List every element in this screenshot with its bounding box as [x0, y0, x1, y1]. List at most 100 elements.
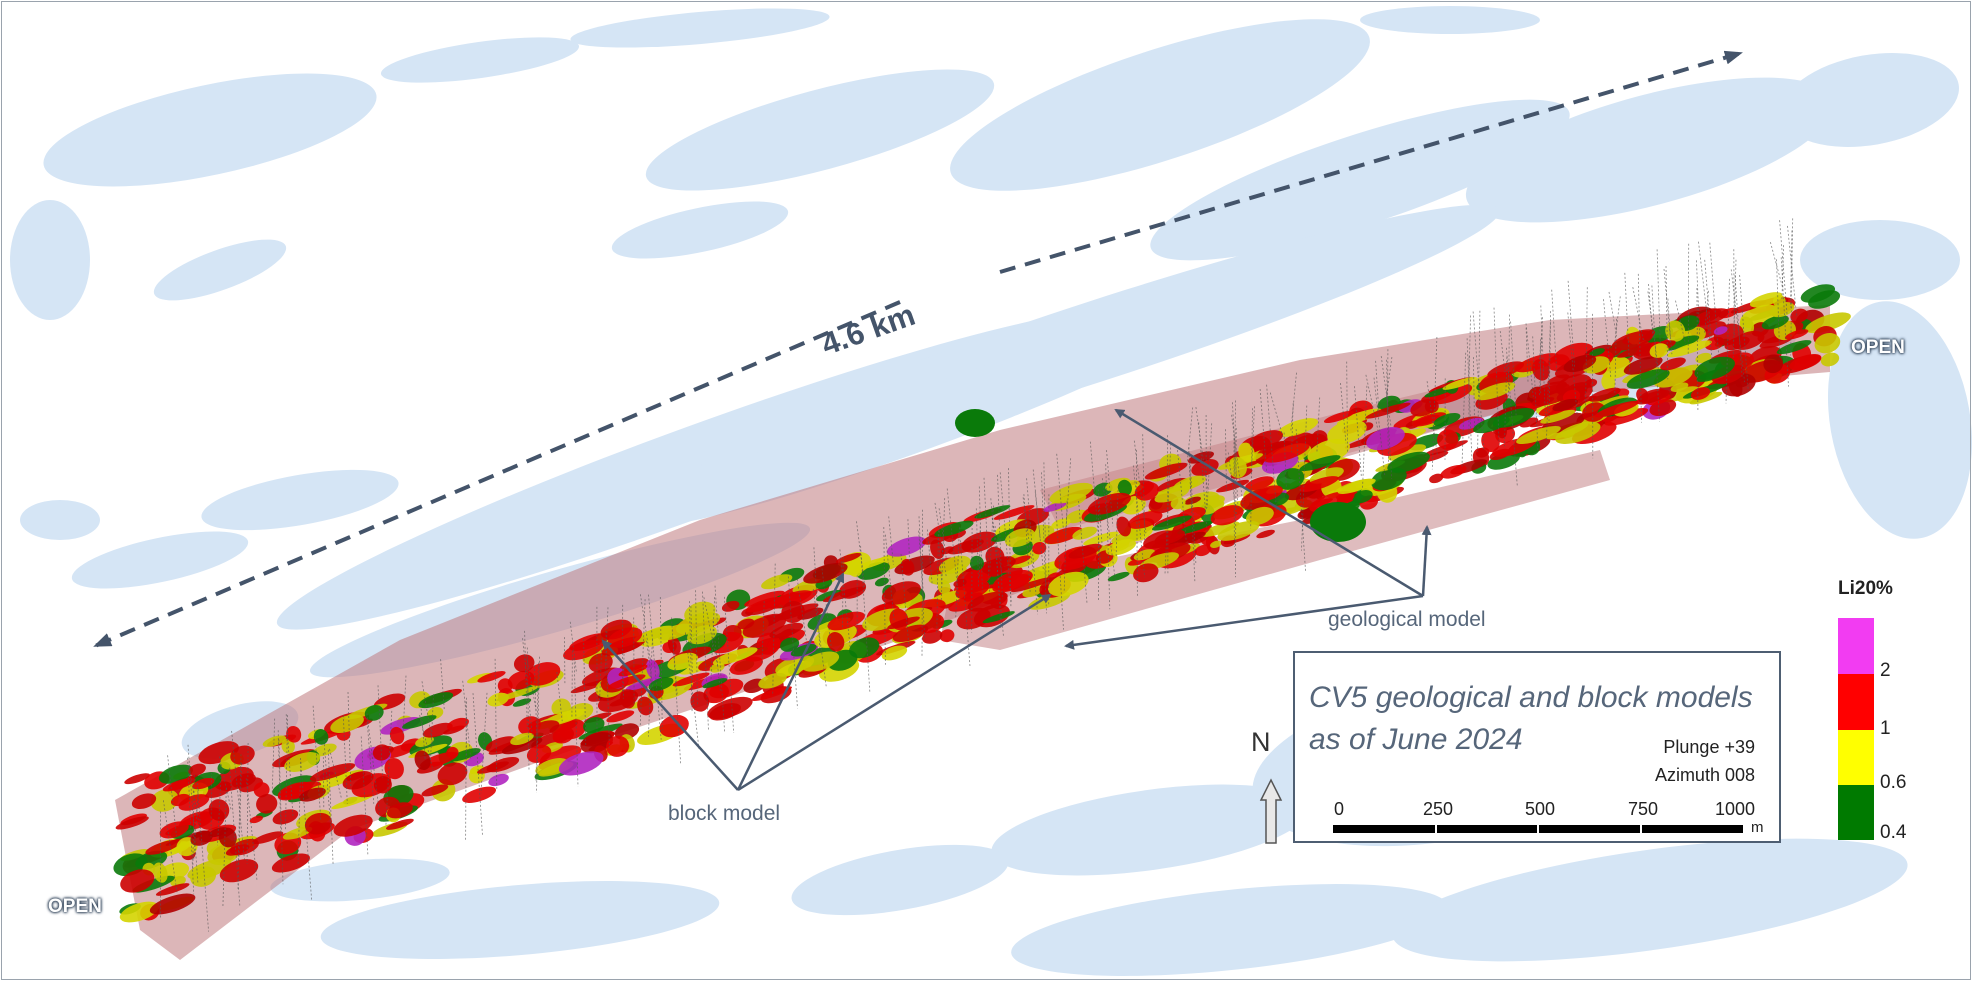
drill-hole: [285, 715, 288, 830]
block-model-cell: [1194, 544, 1212, 557]
scale-unit: m: [1751, 819, 1764, 836]
block-model-cell: [886, 536, 927, 557]
block-model-cell: [218, 827, 237, 848]
drill-hole: [978, 486, 983, 592]
block-model-cell: [535, 758, 568, 775]
drill-hole: [888, 516, 894, 565]
water-body: [1360, 6, 1540, 34]
drill-hole: [640, 594, 651, 661]
drill-hole: [648, 594, 662, 740]
legend-title: Li20%: [1838, 578, 1893, 599]
block-model-cell: [648, 677, 674, 691]
drill-hole: [440, 659, 445, 710]
block-model-cell: [637, 696, 654, 716]
legend-value: 1: [1880, 718, 1891, 739]
open-label-left: OPEN: [48, 896, 102, 917]
block-model-cell: [797, 607, 824, 620]
drill-hole: [271, 718, 276, 799]
block-model-cell: [1601, 374, 1616, 391]
block-model-cell: [827, 611, 865, 631]
drill-hole: [1499, 331, 1506, 373]
water-body: [1827, 301, 1973, 539]
block-model-cell: [646, 659, 660, 680]
drill-hole: [796, 578, 809, 652]
block-model-cell: [1739, 316, 1755, 335]
drill-hole: [1177, 450, 1187, 541]
block-model-cell: [780, 637, 800, 652]
drill-hole: [522, 638, 533, 736]
water-body: [950, 19, 1370, 191]
drill-hole: [419, 715, 434, 771]
drill-hole: [187, 744, 199, 885]
legend-value: 0.6: [1880, 772, 1907, 793]
drill-hole: [978, 526, 981, 578]
geological-model-arrows: [1064, 408, 1432, 650]
drill-hole: [1696, 260, 1701, 335]
drill-hole: [1493, 307, 1500, 445]
block-model-cell: [1200, 521, 1240, 537]
drill-hole: [322, 753, 325, 809]
drill-hole: [188, 766, 201, 832]
drill-hole: [1508, 314, 1510, 397]
drill-hole: [1375, 360, 1380, 414]
drill-hole: [1225, 429, 1227, 494]
block-model-cell: [1245, 506, 1274, 525]
block-model-cell: [1072, 526, 1098, 540]
drill-hole: [420, 704, 426, 761]
drill-hole: [377, 685, 383, 778]
block-model-cell: [742, 615, 786, 638]
block-model-cell: [309, 763, 356, 782]
drill-hole: [1188, 447, 1196, 583]
drill-hole: [1250, 408, 1253, 529]
drill-hole: [702, 591, 709, 731]
block-model-cell: [1563, 354, 1597, 373]
drill-hole: [524, 630, 528, 729]
drill-hole: [163, 800, 178, 893]
block-model-cell: [745, 646, 777, 662]
block-model-cell: [1277, 418, 1319, 437]
drill-hole: [1354, 386, 1362, 478]
drill-hole: [940, 498, 946, 600]
drill-hole: [218, 756, 232, 811]
block-model-cell: [721, 600, 740, 612]
block-model-cell: [583, 717, 605, 734]
drill-hole: [278, 739, 284, 885]
drill-hole: [526, 647, 530, 770]
drill-hole: [1316, 397, 1321, 453]
block-model-cell: [1191, 458, 1219, 477]
drill-hole: [1133, 440, 1147, 534]
block-model-cell: [1210, 540, 1222, 548]
block-model-cell: [230, 745, 255, 765]
block-model-cell: [667, 636, 681, 655]
water-body: [270, 858, 450, 902]
water-body: [611, 201, 789, 259]
drill-hole: [1546, 321, 1551, 443]
block-model-cell: [231, 773, 256, 788]
block-model-cell: [1133, 549, 1156, 561]
drill-hole: [1779, 220, 1788, 319]
drill-hole: [937, 534, 943, 585]
drill-hole: [1504, 356, 1508, 447]
block-model-cell: [364, 704, 384, 721]
block-model-cell: [1410, 399, 1437, 417]
drill-hole: [1651, 285, 1660, 422]
block-model-cell: [1440, 464, 1467, 479]
block-model-cell: [271, 853, 310, 873]
drill-hole: [327, 749, 334, 865]
drill-hole: [1608, 291, 1617, 336]
block-model-cell: [422, 722, 453, 738]
block-model-cell: [192, 777, 215, 790]
block-model-cell: [1594, 400, 1639, 418]
block-model-cell: [657, 623, 693, 641]
drill-hole: [1078, 500, 1088, 604]
block-model-cell: [342, 771, 374, 790]
block-model-cell: [284, 752, 321, 772]
water-body: [71, 531, 249, 589]
drill-hole: [1525, 327, 1529, 382]
drill-hole: [934, 502, 947, 578]
drill-hole: [1525, 323, 1534, 400]
water-body: [201, 469, 399, 531]
